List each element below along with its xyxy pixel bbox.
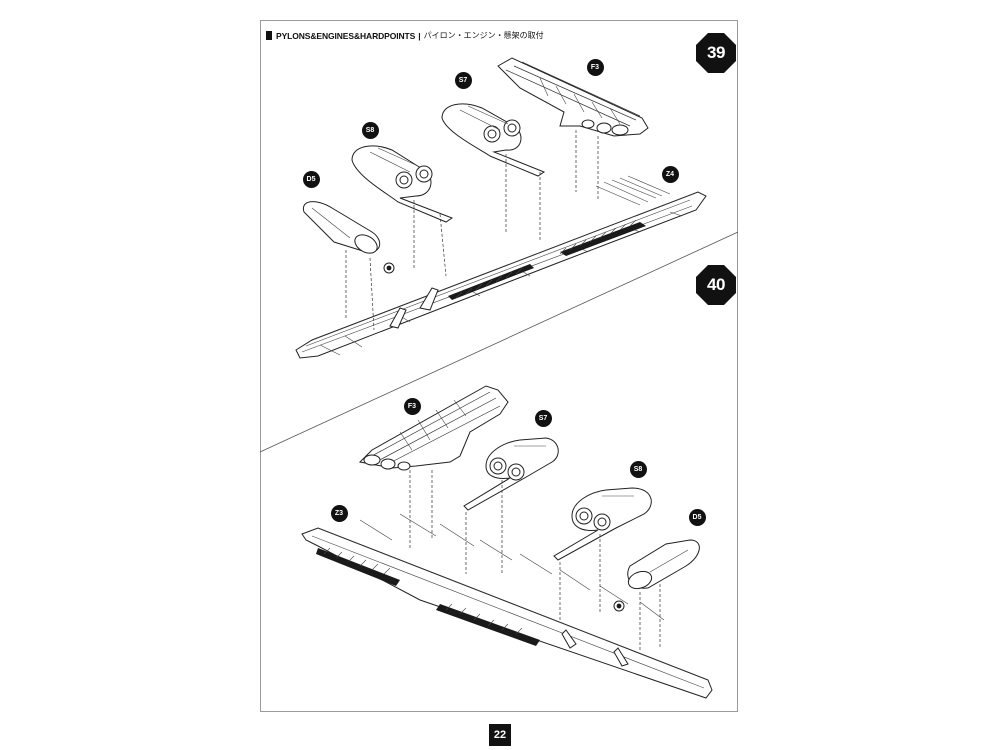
part-label-s8-40: S8 (629, 460, 647, 478)
part-d5-drop-tank-40 (613, 539, 700, 612)
part-f3-rack (497, 57, 649, 137)
wing-z3 (301, 513, 713, 699)
part-label-z4: Z4 (661, 165, 679, 183)
step-number-40: 40 (707, 275, 725, 294)
part-label-f3: F3 (586, 58, 604, 76)
part-label-z3: Z3 (330, 504, 348, 522)
step-39-guide-lines (345, 130, 599, 331)
part-label-d5: D5 (302, 170, 320, 188)
step-39-drawing (295, 57, 707, 359)
wing-z4 (295, 175, 707, 359)
step-badge-40: 40 (696, 265, 736, 305)
part-label-s7: S7 (454, 71, 472, 89)
page-number: 22 (489, 724, 511, 746)
step-badge-39: 39 (696, 33, 736, 73)
header-title-jp: パイロン・エンジン・懸架の取付 (423, 31, 544, 40)
header-title-en: PYLONS&ENGINES&HARDPOINTS (276, 30, 416, 41)
step-40-drawing (301, 385, 713, 699)
page-frame (260, 20, 738, 712)
part-label-f3-40: F3 (403, 397, 421, 415)
part-s8-engine-40 (553, 487, 652, 561)
step-number-39: 39 (707, 43, 725, 62)
part-d5-drop-tank (302, 201, 395, 274)
section-header: PYLONS&ENGINES&HARDPOINTS | パイロン・エンジン・懸架… (266, 30, 544, 41)
part-label-s8: S8 (361, 121, 379, 139)
part-s7-engine-40 (463, 437, 559, 511)
part-f3-rack-40 (358, 385, 509, 471)
part-label-s7-40: S7 (534, 409, 552, 427)
header-separator: | (418, 30, 421, 41)
part-label-d5-40: D5 (688, 508, 706, 526)
step-divider (259, 231, 739, 453)
step-40-guide-lines (409, 470, 661, 652)
header-marker (266, 31, 272, 40)
part-s7-engine (441, 103, 546, 177)
part-s8-engine (351, 145, 454, 223)
